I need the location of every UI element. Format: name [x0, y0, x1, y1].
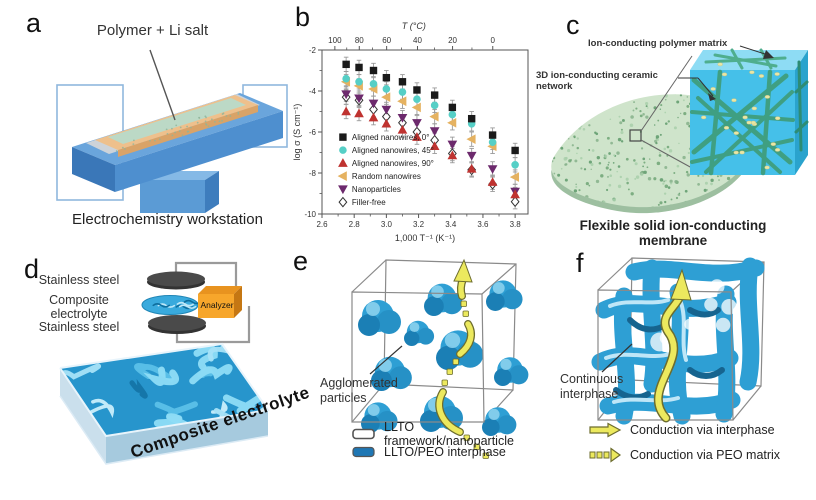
electrolyte-label: Composite electrolyte	[49, 293, 109, 322]
panel-c: c Ion-conducting polymer matrix 3D ion-c…	[530, 0, 816, 250]
llto-framework-swatch-icon	[352, 428, 375, 440]
legend-label: LLTO framework/nanoparticle	[384, 420, 514, 448]
sample-stage	[72, 93, 283, 192]
llto-peo-swatch-icon	[352, 446, 375, 458]
svg-text:20: 20	[448, 36, 457, 45]
panel-e: e Agglomerated particles LLTO framework/…	[290, 246, 540, 500]
zoom-callout-box	[629, 129, 642, 142]
svg-text:-10: -10	[304, 210, 316, 219]
dashed-arrow-icon	[589, 447, 622, 463]
svg-text:-6: -6	[309, 128, 317, 137]
panel-b: 2.6 2.8 3.0 3.2 3.4 3.6 3.8 1,000 T⁻¹ (K⁻¹) -2 -4…	[290, 0, 538, 250]
panel-letter-b: b	[295, 2, 311, 32]
pointer-line	[149, 49, 176, 121]
agglomerated-annotation: Agglomerated particles	[320, 376, 398, 405]
svg-text:3.6: 3.6	[477, 220, 489, 229]
ceramic-network-lines	[690, 48, 809, 176]
wire-bottom	[175, 306, 251, 344]
panel-a-caption: Electrochemistry workstation	[72, 211, 263, 228]
analyzer-label: Analyzer	[200, 300, 234, 310]
panel-letter-a: a	[26, 8, 42, 38]
conduction-arrowhead-icon	[453, 258, 473, 283]
electrolyte-disc	[141, 295, 202, 315]
bottom-electrode-label: Stainless steel	[38, 320, 120, 334]
svg-text:Aligned nanowires, 0°: Aligned nanowires, 0°	[352, 133, 429, 142]
svg-text:-4: -4	[309, 87, 317, 96]
svg-text:3.4: 3.4	[445, 220, 457, 229]
device-label: Polymer + Li salt	[96, 22, 209, 39]
conduction-arrowhead-icon	[670, 268, 692, 301]
svg-text:3.2: 3.2	[413, 220, 425, 229]
svg-text:-2: -2	[309, 46, 317, 55]
svg-text:2.8: 2.8	[349, 220, 361, 229]
wire-top	[174, 261, 238, 287]
test-cell-illustration	[59, 261, 270, 465]
electrochemistry-device-illustration	[56, 49, 288, 213]
membrane-illustration	[551, 45, 809, 214]
conductivity-scatter-chart: 2.6 2.8 3.0 3.2 3.4 3.6 3.8 1,000 T⁻¹ (K⁻¹) -2 -4…	[292, 21, 529, 243]
panel-letter-e: e	[293, 246, 309, 276]
legend-label: Conduction via PEO matrix	[630, 448, 781, 462]
svg-text:T (°C): T (°C)	[402, 21, 426, 31]
legend-row-llto-peo: LLTO/PEO interphase	[352, 445, 506, 459]
svg-text:-8: -8	[309, 169, 317, 178]
legend-label: LLTO/PEO interphase	[384, 445, 506, 459]
network-nodes	[701, 62, 781, 170]
panel-letter-d: d	[24, 254, 40, 284]
svg-text:1,000 T⁻¹ (K⁻¹): 1,000 T⁻¹ (K⁻¹)	[395, 233, 455, 243]
panel-letter-f: f	[576, 248, 584, 278]
legend-label: Conduction via interphase	[630, 423, 775, 437]
svg-text:Random nanowires: Random nanowires	[352, 172, 421, 181]
agglomerated-particles-illustration	[351, 258, 529, 459]
annotation-pointer-line	[601, 343, 633, 373]
legend-row-peo-matrix: Conduction via PEO matrix	[588, 447, 780, 463]
conduction-arrow	[653, 268, 692, 423]
solid-arrow-icon	[589, 422, 622, 438]
polymer-matrix-label: Ion-conducting polymer matrix	[588, 38, 728, 49]
top-electrode-label: Stainless steel	[38, 273, 120, 287]
legend-row-llto-framework: LLTO framework/nanoparticle	[352, 420, 540, 448]
svg-text:Aligned nanowires, 90°: Aligned nanowires, 90°	[352, 159, 434, 168]
particle-blobs	[358, 280, 529, 436]
svg-text:3.8: 3.8	[510, 220, 522, 229]
svg-text:40: 40	[413, 36, 422, 45]
analyzer-box	[198, 286, 242, 318]
svg-text:Filler-free: Filler-free	[352, 198, 386, 207]
svg-text:80: 80	[355, 36, 364, 45]
svg-text:2.6: 2.6	[316, 220, 328, 229]
svg-text:Aligned nanowires, 45°: Aligned nanowires, 45°	[352, 146, 434, 155]
panel-d: d Stainless steel Composite electrolyte …	[0, 250, 312, 500]
cube-wireframe-front	[351, 291, 485, 423]
ceramic-network-label: 3D ion-conducting ceramic network	[536, 70, 658, 92]
svg-text:Nanoparticles: Nanoparticles	[352, 185, 401, 194]
bottom-electrode-disc	[148, 315, 206, 334]
interphase-network	[591, 257, 765, 425]
svg-text:0: 0	[491, 36, 496, 45]
svg-text:60: 60	[382, 36, 391, 45]
svg-text:log σ (S cm⁻¹): log σ (S cm⁻¹)	[292, 104, 302, 161]
top-electrode-disc	[147, 271, 205, 290]
annotation-pointer-line	[369, 345, 403, 375]
continuous-annotation: Continuous interphase	[560, 372, 624, 401]
legend-row-interphase: Conduction via interphase	[588, 422, 775, 438]
panel-f: f Continuous interphase Conduction via i…	[540, 250, 816, 500]
panel-a: a Polymer + Li salt Electrochemistry wor…	[0, 0, 290, 250]
svg-text:3.0: 3.0	[381, 220, 393, 229]
panel-letter-c: c	[566, 10, 580, 40]
composite-cube	[690, 48, 809, 176]
svg-text:100: 100	[328, 36, 342, 45]
panel-c-caption: Flexible solid ion-conducting membrane	[579, 218, 767, 248]
composite-electrolyte-block	[59, 342, 270, 465]
conduction-path	[435, 258, 489, 459]
continuous-interphase-illustration	[591, 257, 765, 425]
